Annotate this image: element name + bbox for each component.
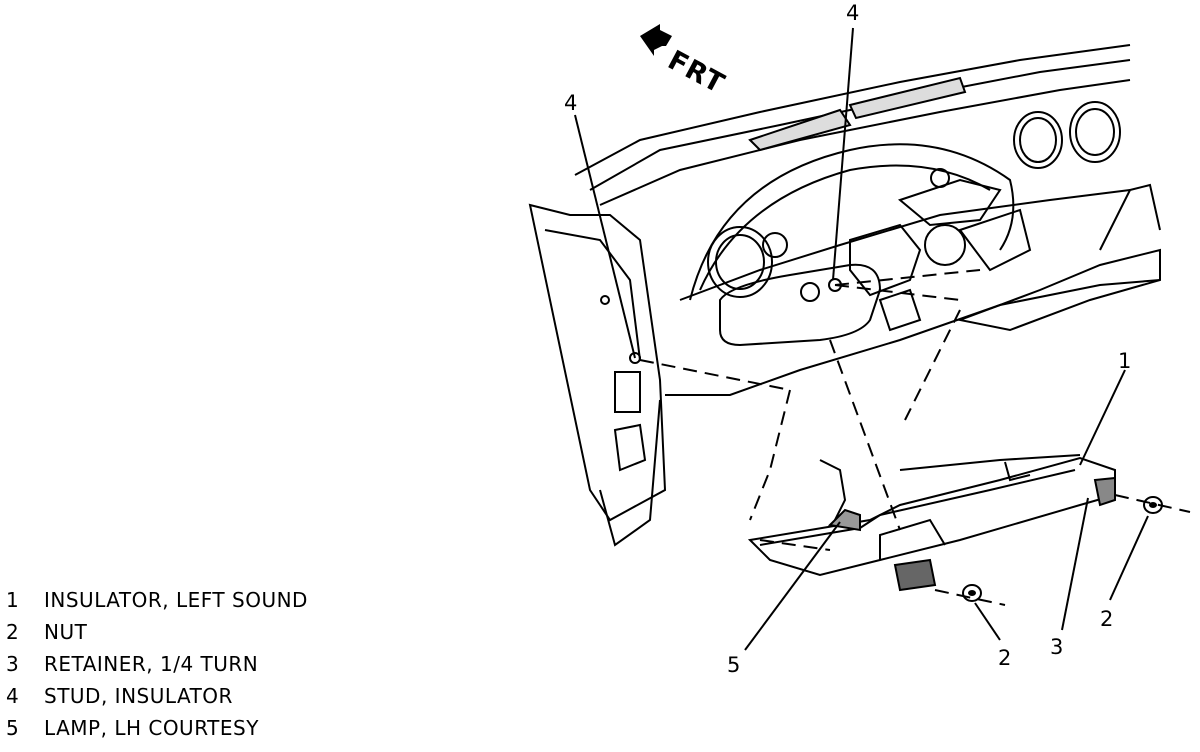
legend-item: 2 NUT bbox=[6, 620, 386, 652]
callout-3: 3 bbox=[1050, 635, 1063, 659]
assembly-lines bbox=[639, 269, 1191, 606]
legend-number: 3 bbox=[6, 652, 20, 676]
nut-right bbox=[1143, 496, 1163, 514]
legend-text: LAMP, LH COURTESY bbox=[44, 716, 259, 740]
callout-5: 5 bbox=[727, 653, 740, 677]
legend-number: 1 bbox=[6, 588, 20, 612]
callout-4-left: 4 bbox=[564, 91, 577, 115]
callout-4-top: 4 bbox=[846, 1, 859, 25]
legend-text: INSULATOR, LEFT SOUND bbox=[44, 588, 308, 612]
legend-text: STUD, INSULATOR bbox=[44, 684, 233, 708]
legend-number: 5 bbox=[6, 716, 20, 740]
legend-text: NUT bbox=[44, 620, 88, 644]
callout-2-lower: 2 bbox=[998, 646, 1011, 670]
legend-item: 1 INSULATOR, LEFT SOUND bbox=[6, 588, 386, 620]
legend-text: RETAINER, 1/4 TURN bbox=[44, 652, 259, 676]
callout-1: 1 bbox=[1118, 349, 1131, 373]
legend-item: 5 LAMP, LH COURTESY bbox=[6, 716, 386, 748]
legend-item: 3 RETAINER, 1/4 TURN bbox=[6, 652, 386, 684]
front-direction-indicator: FRT bbox=[640, 24, 730, 100]
parts-legend: 1 INSULATOR, LEFT SOUND 2 NUT 3 RETAINER… bbox=[6, 588, 386, 748]
front-direction-label: FRT bbox=[663, 45, 730, 100]
sound-insulator-panel bbox=[747, 454, 1116, 592]
arrow-left-icon bbox=[640, 24, 672, 56]
legend-item: 4 STUD, INSULATOR bbox=[6, 684, 386, 716]
leader-lines bbox=[574, 27, 1149, 651]
callout-2-right: 2 bbox=[1100, 607, 1113, 631]
legend-number: 4 bbox=[6, 684, 20, 708]
legend-number: 2 bbox=[6, 620, 20, 644]
instrument-panel bbox=[528, 44, 1161, 547]
